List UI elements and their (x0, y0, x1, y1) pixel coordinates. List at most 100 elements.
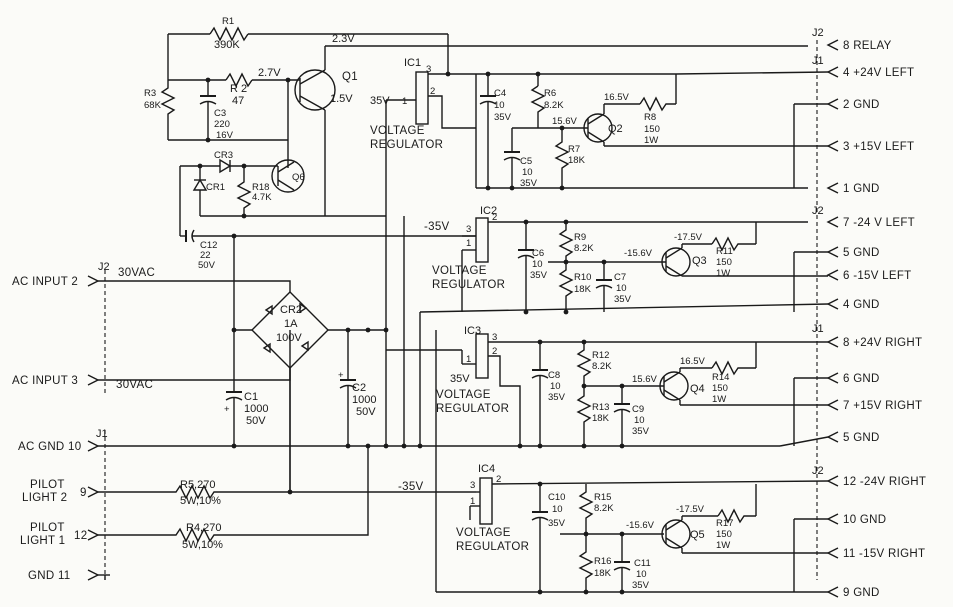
q4-vb: 15.6V (632, 374, 657, 385)
c8-volt: 35V (548, 392, 566, 403)
r17-pw: 1W (716, 540, 730, 551)
r9-value: 8.2K (574, 243, 594, 254)
j2-label-bot: J2 (812, 465, 824, 477)
ic4-label1: VOLTAGE (456, 527, 511, 539)
capacitor-c2: + (338, 330, 357, 446)
out-gnd-5: 5 GND (843, 247, 880, 259)
label-30vac-b: 30VAC (116, 379, 153, 391)
r9-name: R9 (574, 232, 586, 243)
c10-name: C10 (548, 492, 565, 503)
q1-vtop: 2.3V (332, 33, 355, 45)
q1-vemit: 1.5V (330, 93, 353, 105)
c4-name: C4 (494, 88, 506, 99)
out-gnd-1: 1 GND (843, 183, 880, 195)
q2-vc: 16.5V (604, 92, 629, 103)
out-relay: 8 RELAY (843, 40, 892, 52)
c12-volt: 50V (198, 260, 216, 271)
ic1-p2: 2 (430, 86, 435, 97)
q6-label: Q6 (292, 172, 305, 183)
out-neg15v-left: 6 -15V LEFT (843, 270, 912, 282)
r7-value: 18K (568, 155, 586, 166)
r5-value: 5W,10% (180, 495, 221, 507)
ic2-label1: VOLTAGE (432, 265, 487, 277)
junction-dots (197, 71, 625, 595)
out-gnd-6: 6 GND (843, 373, 880, 385)
r1-name: R1 (222, 16, 234, 27)
neg35-label-b: -35V (424, 221, 450, 233)
ic3-vin: 35V (450, 373, 470, 385)
c12-name: C12 (200, 240, 217, 251)
r6-value: 8.2K (544, 100, 564, 111)
out-neg24v-right: 12 -24V RIGHT (843, 476, 926, 488)
out-gnd-10: 10 GND (843, 514, 886, 526)
c6-volt: 35V (530, 270, 548, 281)
in-acgnd: AC GND 10 (18, 441, 81, 453)
q2-vb: 15.6V (552, 116, 577, 127)
c9-value: 10 (634, 415, 645, 426)
r7-name: R7 (568, 144, 580, 155)
out-gnd-9: 9 GND (843, 587, 880, 599)
resistor-r4 (170, 446, 369, 543)
j1-label-left: J1 (96, 428, 108, 440)
in-pilot2b: LIGHT 2 (22, 492, 67, 504)
q5-name: Q5 (690, 529, 705, 541)
out-24v-right: 8 +24V RIGHT (843, 337, 922, 349)
label-30vac-a: 30VAC (118, 267, 155, 279)
in-gnd11: GND 11 (28, 570, 71, 582)
ic4-regulator (403, 216, 829, 593)
c1-name: C1 (244, 391, 258, 403)
r2-name: R 2 (230, 83, 247, 95)
c2-value: 1000 (352, 394, 376, 406)
resistor-r5 (170, 330, 291, 500)
r13-value: 18K (592, 413, 610, 424)
ic4-p1: 1 (470, 496, 475, 507)
in-pin12: 12 (74, 530, 87, 542)
r13-name: R13 (592, 402, 609, 413)
ic3-p3: 3 (492, 332, 497, 343)
cr1-label: CR1 (206, 182, 225, 193)
c6-value: 10 (532, 259, 543, 270)
c6-name: C6 (532, 248, 544, 259)
ic4-p3: 3 (470, 480, 475, 491)
c4-volt: 35V (494, 112, 512, 123)
out-gnd-5r: 5 GND (843, 432, 880, 444)
c8-name: C8 (548, 370, 560, 381)
ic3-p2: 2 (492, 346, 497, 357)
ic4-label2: REGULATOR (456, 541, 529, 553)
ic2-name: IC2 (480, 205, 497, 217)
ic2-p3: 3 (466, 224, 471, 235)
c11-name: C11 (634, 558, 651, 569)
r8-value: 150 (644, 124, 660, 135)
r8-pw: 1W (644, 135, 658, 146)
r2-value: 47 (232, 95, 244, 107)
ic2-p1: 1 (466, 238, 471, 249)
r4-name: R4,270 (186, 522, 221, 534)
top-left-circuit (160, 26, 808, 446)
c4-value: 10 (494, 100, 505, 111)
c3-name: C3 (214, 108, 226, 119)
r14-pw: 1W (712, 394, 726, 405)
r11-pw: 1W (716, 268, 730, 279)
j1-label-mid: J1 (812, 323, 824, 335)
j2-label-mid: J2 (812, 205, 824, 217)
r10-value: 18K (574, 284, 592, 295)
ic1-p1: 1 (402, 96, 407, 107)
c10-volt: 35V (548, 518, 566, 529)
out-gnd-2: 2 GND (843, 99, 880, 111)
cr2-name: CR2 (280, 304, 302, 316)
ic2-regulator (419, 217, 829, 313)
connector-lines (104, 40, 818, 580)
ic1-regulator (415, 71, 829, 189)
q3-name: Q3 (692, 255, 707, 267)
q4-name: Q4 (690, 383, 705, 395)
out-neg15v-right: 11 -15V RIGHT (843, 548, 925, 560)
out-15v-left: 3 +15V LEFT (843, 141, 914, 153)
q5-vb: -15.6V (626, 520, 655, 531)
in-pilot2a: PILOT (30, 479, 65, 491)
q5-vc: -17.5V (676, 504, 705, 515)
c7-value: 10 (616, 283, 627, 294)
r3-value: 68K (144, 100, 162, 111)
r12-name: R12 (592, 350, 609, 361)
ic3-p1: 1 (466, 354, 471, 365)
